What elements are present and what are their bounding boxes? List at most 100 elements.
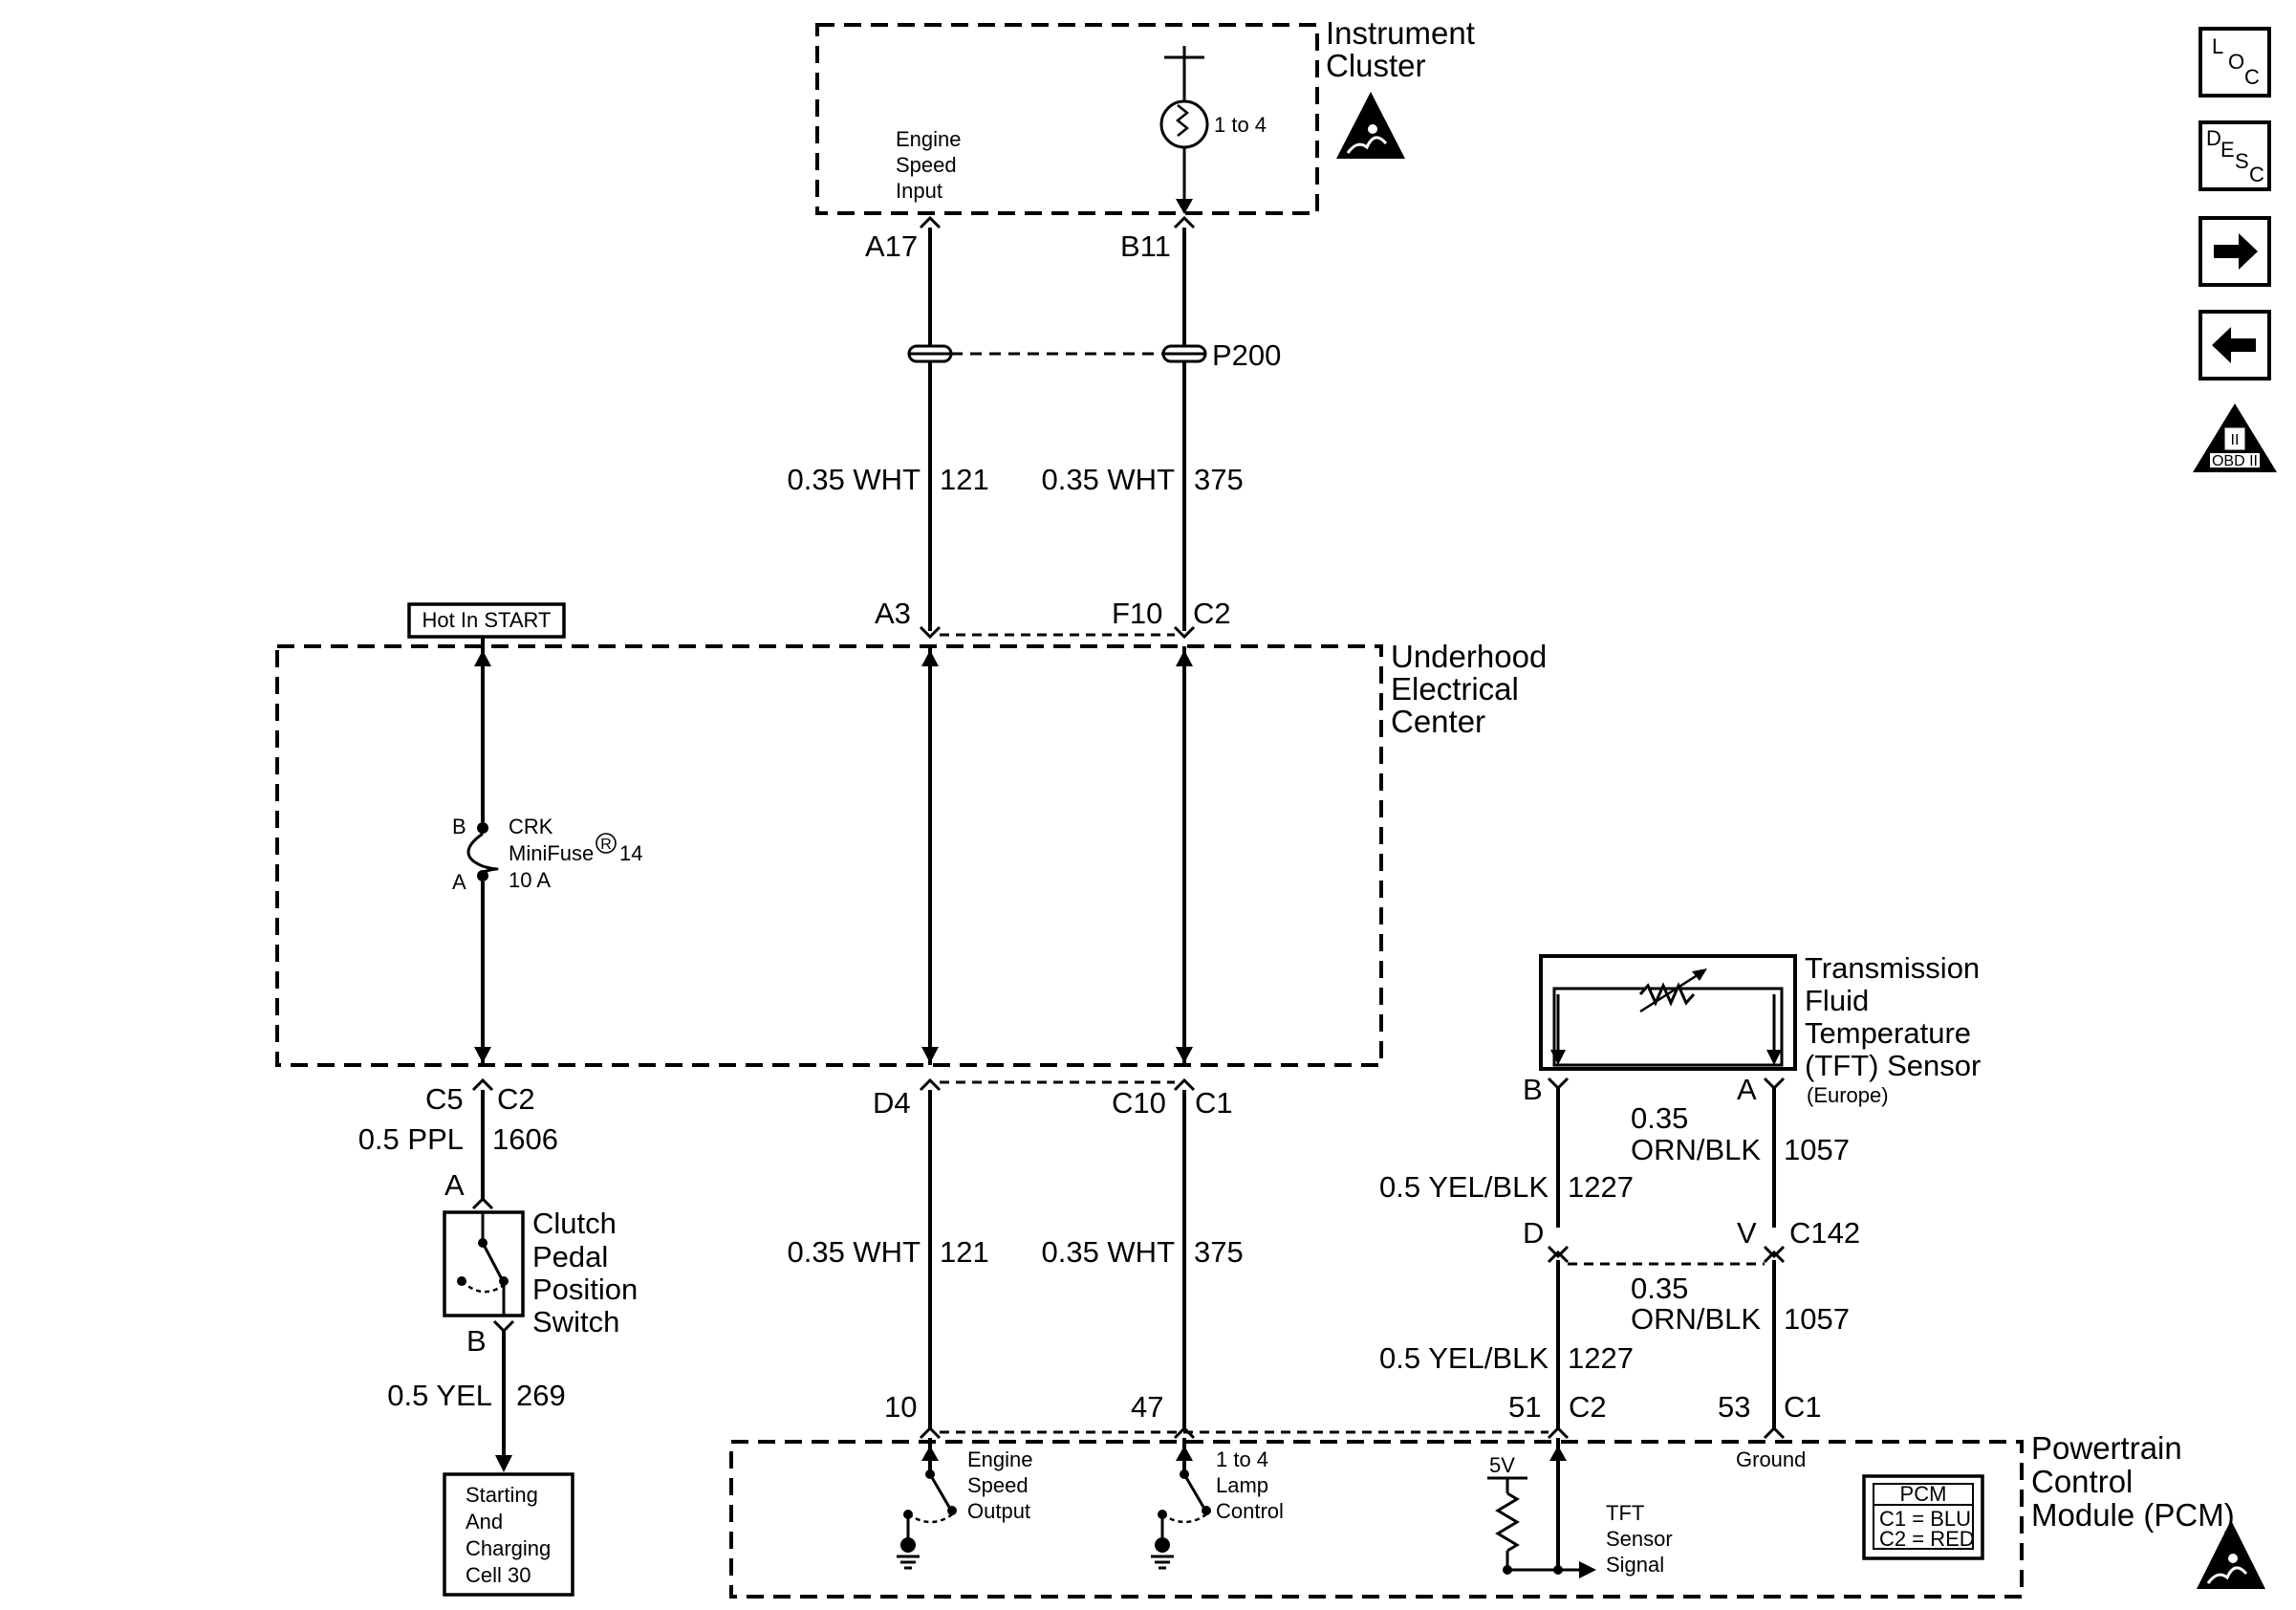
tft-sensor-box — [1539, 954, 1797, 1071]
starting-ref-line-3: Charging — [466, 1536, 551, 1560]
pcm-pin-10: 10 — [884, 1390, 917, 1424]
tft-title-3: Temperature — [1805, 1016, 1971, 1050]
clutch-title-3: Position — [532, 1273, 638, 1306]
underhood-title-1: Underhood — [1391, 639, 1547, 674]
lower-wire-runs: 0.35 WHT 121 0.35 WHT 375 — [787, 1090, 1244, 1428]
desc-letter-d: D — [2206, 126, 2221, 150]
pcm-box — [729, 1440, 2024, 1599]
clutch-pedal-position-switch: 0.5 PPL 1606 A Clutch Pedal Position Swi… — [358, 1090, 638, 1472]
fuse-label-3: 10 A — [509, 868, 551, 892]
tft-region: (Europe) — [1807, 1083, 1889, 1107]
pin-a17: A17 — [865, 229, 918, 263]
arrow-left-icon[interactable] — [2212, 327, 2256, 363]
tft-sensor: Transmission Fluid Temperature (TFT) Sen… — [1379, 951, 1981, 1428]
registered-mark: R — [600, 837, 612, 853]
fuse-number: 14 — [619, 841, 642, 865]
underhood-electrical-center: Underhood Electrical Center A3 F10 C2 Ho… — [275, 597, 1547, 1120]
arrow-right-icon[interactable] — [2214, 233, 2258, 270]
lamp-control-label-2: Lamp — [1216, 1473, 1268, 1497]
connector-c2-top: C2 — [1193, 597, 1231, 630]
engine-speed-input-label-3: Input — [896, 179, 942, 203]
tft-wire-a-spec-2: ORN/BLK — [1631, 1133, 1761, 1166]
desc-icon[interactable] — [2199, 120, 2271, 191]
ref-voltage-label: 5V — [1489, 1453, 1515, 1477]
eso-label-1: Engine — [967, 1447, 1033, 1471]
starting-ref-line-4: Cell 30 — [466, 1563, 531, 1587]
instrument-cluster-box — [815, 23, 1319, 215]
instrument-cluster-title-1: Instrument — [1326, 15, 1475, 51]
c142-pin-d: D — [1523, 1216, 1544, 1250]
clutch-out-circuit: 269 — [516, 1379, 566, 1412]
starting-ref-line-1: Starting — [466, 1483, 538, 1507]
ground-icon — [897, 1537, 920, 1570]
engine-speed-input-label-2: Speed — [896, 153, 957, 177]
pcm-connector-c2: C2 — [1569, 1390, 1607, 1424]
switch-contact-icon — [481, 1242, 504, 1280]
pin-b11: B11 — [1120, 229, 1171, 263]
tft-wire-b-spec: 0.5 YEL/BLK — [1379, 1170, 1549, 1204]
pcm-pin-47: 47 — [1131, 1390, 1163, 1424]
clutch-pin-b: B — [466, 1324, 487, 1358]
loc-letter-l: L — [2212, 34, 2223, 58]
fuse-label-1: CRK — [509, 815, 553, 838]
tft-signal-label-2: Sensor — [1606, 1527, 1673, 1551]
loc-button[interactable]: L O C — [2199, 27, 2271, 98]
fuse-label-2: MiniFuse — [509, 841, 594, 865]
starting-charging-box[interactable] — [443, 1472, 574, 1597]
underhood-box — [275, 644, 1383, 1067]
pin-c5: C5 — [425, 1082, 464, 1116]
fuse-pin-b: B — [452, 815, 466, 838]
loc-letter-c: C — [2244, 65, 2260, 89]
splice-pack-p200: P200 — [907, 338, 1281, 372]
clutch-title-2: Pedal — [532, 1240, 608, 1273]
tft-title-4: (TFT) Sensor — [1805, 1049, 1981, 1082]
tft-wire-a-circuit: 1057 — [1784, 1133, 1850, 1166]
clutch-pin-a: A — [444, 1168, 465, 1202]
hot-in-start-box — [407, 602, 566, 639]
clutch-wire-circuit: 1606 — [492, 1122, 558, 1156]
tft-lower-b-spec: 0.5 YEL/BLK — [1379, 1341, 1549, 1375]
connector-c1: C1 — [1195, 1086, 1233, 1120]
tft-pin-a: A — [1737, 1073, 1757, 1106]
previous-page-button[interactable] — [2199, 310, 2271, 381]
tft-pin-b: B — [1523, 1073, 1543, 1106]
eso-label-3: Output — [967, 1499, 1030, 1523]
desc-button[interactable]: D E S C — [2199, 120, 2271, 191]
tft-wire-a-spec-1: 0.35 — [1631, 1101, 1688, 1135]
c142-pin-v: V — [1737, 1216, 1757, 1250]
next-page-button[interactable] — [2199, 216, 2271, 287]
pcm-legend-c1: C1 = BLU — [1879, 1507, 1971, 1531]
lamp-label: 1 to 4 — [1214, 113, 1267, 137]
pcm-pin-53: 53 — [1718, 1390, 1750, 1424]
clutch-title-1: Clutch — [532, 1207, 617, 1240]
starting-charging-cell-link[interactable]: Starting And Charging Cell 30 — [443, 1472, 574, 1597]
wire-spec-lower-121: 0.35 WHT — [787, 1235, 921, 1269]
splice-label: P200 — [1212, 338, 1281, 372]
fuse-terminal-b — [477, 822, 488, 834]
powertrain-control-module: Powertrain Control Module (PCM) 10 47 51… — [729, 1390, 2265, 1599]
wire-circuit-upper-121: 121 — [940, 463, 989, 496]
lamp-control-switch-icon — [1182, 1473, 1206, 1510]
esd-warning-icon — [1336, 92, 1405, 159]
loc-icon[interactable] — [2199, 27, 2271, 98]
tft-title-1: Transmission — [1805, 951, 1980, 985]
tft-lower-a-spec-1: 0.35 — [1631, 1272, 1688, 1305]
tft-signal-label-1: TFT — [1606, 1501, 1644, 1525]
tft-lower-a-spec-2: ORN/BLK — [1631, 1302, 1761, 1336]
obd-label: OBD II — [2212, 453, 2258, 469]
tft-title-2: Fluid — [1805, 984, 1869, 1017]
wire-spec-upper-121: 0.35 WHT — [787, 463, 921, 496]
pcm-legend-title: PCM — [1900, 1482, 1947, 1506]
obd-ii-button[interactable]: II OBD II — [2193, 403, 2277, 472]
obd-numeral: II — [2231, 432, 2240, 448]
pcm-legend-c2: C2 = RED — [1879, 1527, 1975, 1551]
wire-spec-lower-375: 0.35 WHT — [1041, 1235, 1175, 1269]
tft-wire-b-circuit: 1227 — [1568, 1170, 1634, 1204]
pcm-connector-legend: PCM C1 = BLU C2 = RED — [1862, 1474, 1984, 1560]
clutch-title-4: Switch — [532, 1305, 619, 1338]
desc-letter-c: C — [2249, 163, 2264, 186]
tft-lower-a-circuit: 1057 — [1784, 1302, 1850, 1336]
connector-c142: C142 — [1789, 1216, 1860, 1250]
fuse-icon — [466, 832, 499, 874]
desc-letter-s: S — [2235, 149, 2249, 173]
